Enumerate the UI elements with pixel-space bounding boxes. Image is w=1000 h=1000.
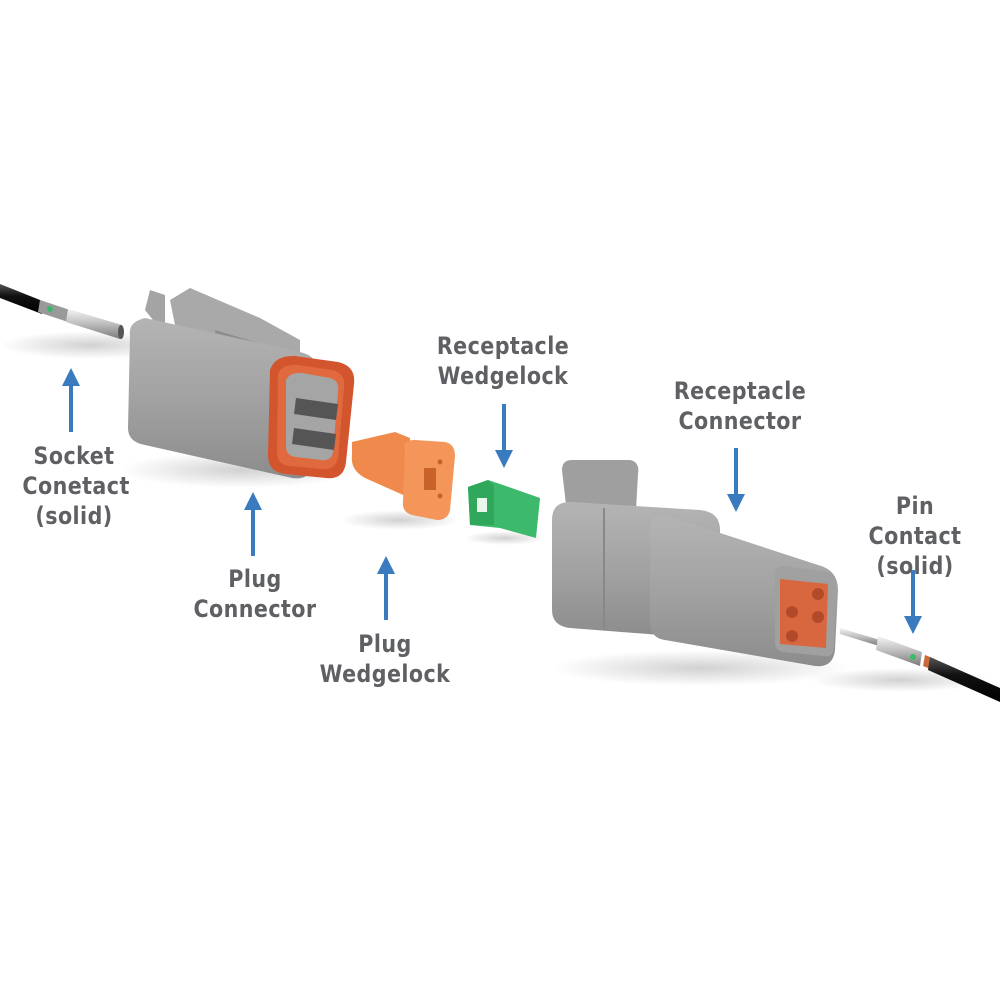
plug-connector-arrow-icon	[244, 492, 262, 556]
socket-contact-line-1: Socket	[33, 442, 115, 470]
receptacle-wedgelock-part	[465, 480, 545, 545]
pin-contact-line-1: Pin	[895, 492, 935, 520]
pin-contact-arrow-icon	[904, 570, 922, 634]
pin-contact-label: Pin Contact (solid)	[863, 491, 966, 581]
pin-contact-part	[810, 628, 1000, 702]
pin-contact-line-3: (solid)	[876, 552, 954, 580]
receptacle-wedgelock-label: Receptacle Wedgelock	[430, 331, 576, 391]
plug-connector-line-2: Connector	[193, 595, 317, 623]
pin-contact-line-2: Contact	[868, 522, 962, 550]
receptacle-connector-arrow-icon	[727, 448, 745, 512]
plug-wedgelock-part	[340, 432, 460, 530]
socket-contact-label: Socket Conetact (solid)	[22, 441, 130, 531]
arrows-group	[62, 368, 922, 634]
plug-wedgelock-line-2: Wedgelock	[319, 660, 451, 688]
socket-contact-line-2: Conetact	[22, 472, 130, 500]
plug-connector-line-1: Plug	[228, 565, 282, 593]
receptacle-wedgelock-line-1: Receptacle	[436, 332, 570, 360]
socket-contact-arrow-icon	[62, 368, 80, 432]
plug-connector-part	[120, 288, 360, 488]
plug-connector-label: Plug Connector	[191, 564, 320, 624]
plug-wedgelock-label: Plug Wedgelock	[316, 629, 454, 689]
receptacle-wedgelock-line-2: Wedgelock	[437, 362, 569, 390]
plug-wedgelock-arrow-icon	[377, 556, 395, 620]
plug-wedgelock-line-1: Plug	[358, 630, 412, 658]
receptacle-connector-label: Receptacle Connector	[667, 376, 813, 436]
receptacle-connector-line-1: Receptacle	[673, 377, 807, 405]
receptacle-connector-line-2: Connector	[678, 407, 802, 435]
socket-contact-line-3: (solid)	[35, 502, 113, 530]
receptacle-wedgelock-arrow-icon	[495, 404, 513, 468]
receptacle-connector-part	[550, 460, 850, 686]
